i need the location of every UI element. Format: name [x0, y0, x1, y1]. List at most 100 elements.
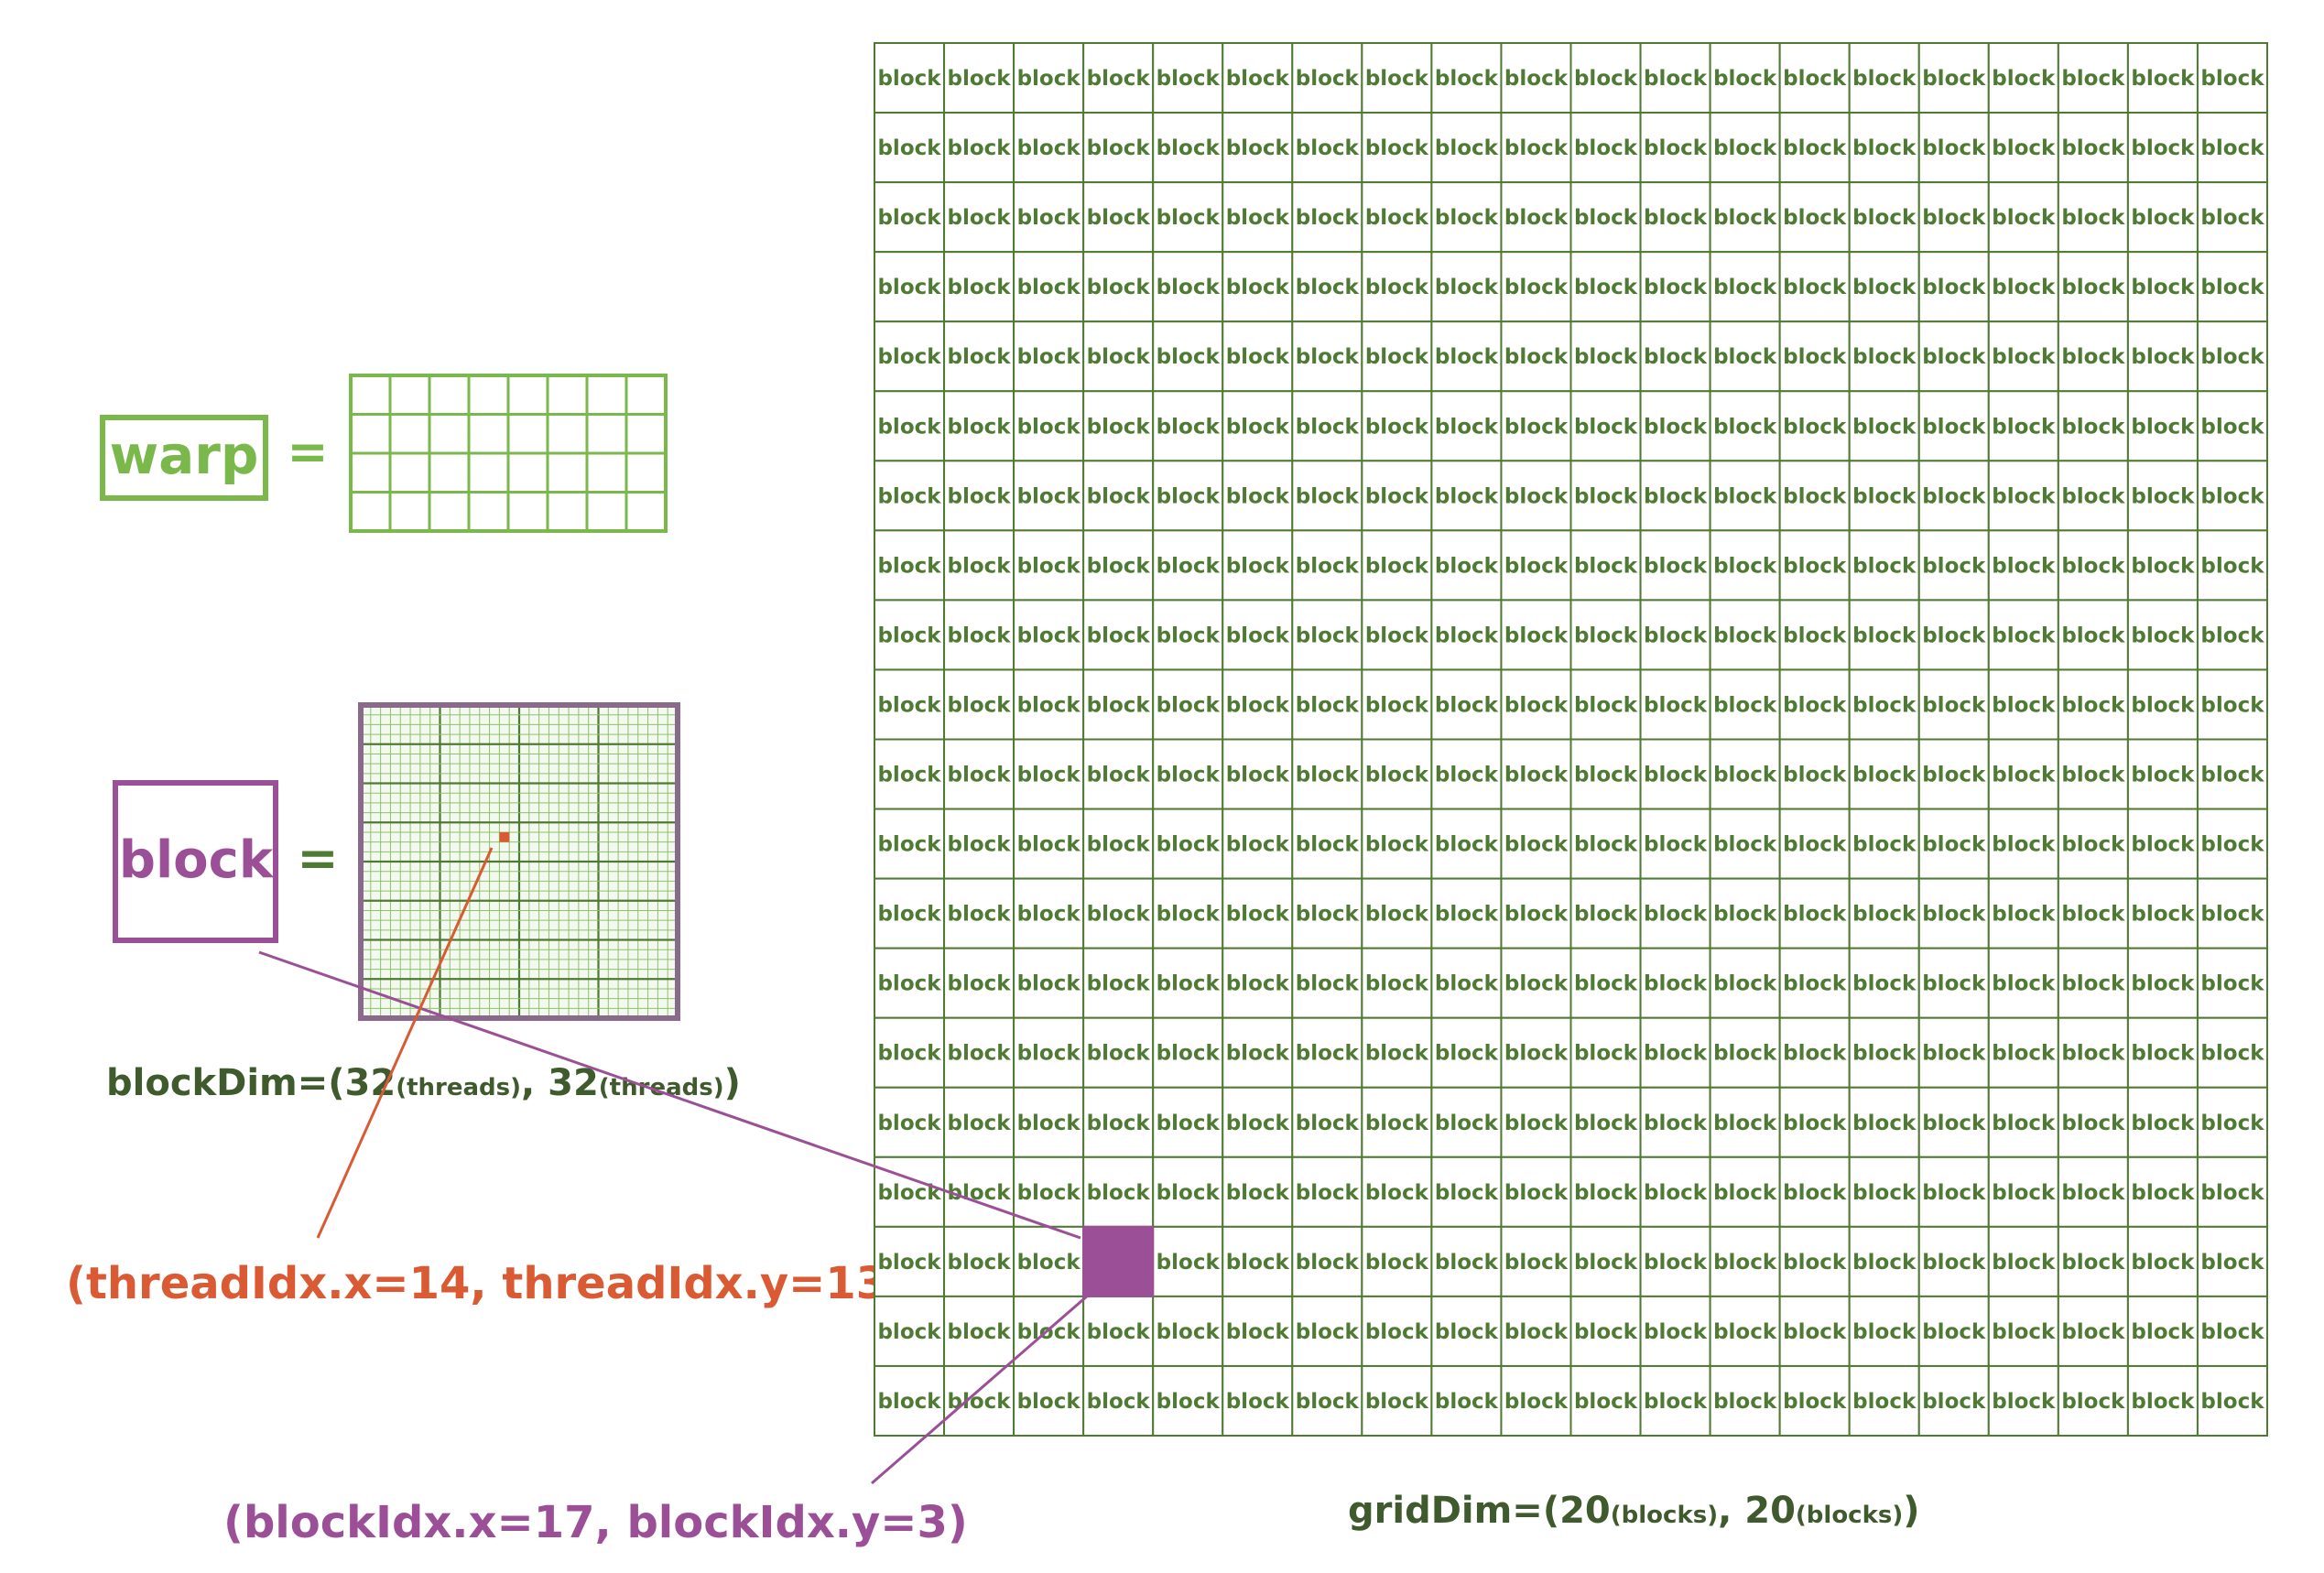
grid-block-cell: [1013, 1225, 1085, 1297]
grid-block-cell: [2057, 1225, 2129, 1297]
grid-block-cell: [1917, 599, 1990, 671]
grid-block-label: block: [1713, 1251, 1777, 1275]
grid-block-cell: [1987, 808, 2059, 880]
grid-block-label: block: [1365, 624, 1429, 647]
grid-block-label: block: [1157, 345, 1221, 369]
grid-block-label: block: [2200, 554, 2264, 578]
grid-block-label: block: [1087, 1042, 1151, 1066]
grid-block-label: block: [877, 1042, 941, 1066]
grid-block-cell: [1987, 947, 2059, 1019]
grid-block-label: block: [1365, 693, 1429, 717]
grid-block-label: block: [1226, 903, 1290, 927]
grid-block-cell: [1639, 251, 1711, 323]
grid-block-label: block: [948, 415, 1012, 439]
grid-block-label: block: [948, 1112, 1012, 1135]
grid-block-cell: [1987, 529, 2059, 602]
grid-block-label: block: [2061, 276, 2125, 299]
grid-block-cell: [1848, 460, 1920, 532]
grid-block-cell: [2126, 738, 2199, 810]
grid-block-label: block: [1226, 206, 1290, 230]
grid-block-label: block: [877, 1390, 941, 1414]
grid-block-cell: [1709, 251, 1781, 323]
grid-block-cell: [2126, 1016, 2199, 1089]
grid-block-label: block: [1226, 624, 1290, 647]
grid-block-label: block: [1365, 972, 1429, 996]
grid-block-label: block: [1017, 1112, 1081, 1135]
grid-block-label: block: [1365, 833, 1429, 857]
grid-dim-y: 20: [1744, 1490, 1796, 1532]
grid-block-label: block: [1713, 972, 1777, 996]
grid-block-cell: [1848, 738, 1920, 810]
grid-block-cell: [874, 599, 946, 671]
grid-block-label: block: [1574, 345, 1638, 369]
grid-block-label: block: [1922, 1320, 1986, 1344]
grid-block-label: block: [1226, 833, 1290, 857]
grid-block-label: block: [1435, 693, 1499, 717]
grid-block-label: block: [1852, 1181, 1917, 1205]
grid-block-label: block: [1644, 276, 1708, 299]
grid-block-cell: [1013, 529, 1085, 602]
grid-block-cell: [2196, 181, 2268, 254]
grid-block-label: block: [877, 415, 941, 439]
grid-block-label: block: [2200, 693, 2264, 717]
grid-block-cell: [2126, 1086, 2199, 1158]
grid-block-label: block: [1157, 1320, 1221, 1344]
grid-block-cell: [1569, 1016, 1642, 1089]
grid-block-cell: [1500, 1225, 1572, 1297]
grid-block-cell: [1917, 877, 1990, 949]
grid-block-label: block: [1644, 624, 1708, 647]
grid-block-cell: [1222, 668, 1294, 741]
grid-block-label: block: [1504, 972, 1569, 996]
block-label: block: [119, 830, 275, 890]
grid-block-cell: [1430, 529, 1503, 602]
grid-block-label: block: [1644, 1320, 1708, 1344]
grid-block-label: block: [2061, 1181, 2125, 1205]
grid-block-label: block: [2200, 1390, 2264, 1414]
grid-block-cell: [1222, 251, 1294, 323]
grid-block-cell: [2126, 181, 2199, 254]
grid-block-label: block: [1157, 764, 1221, 787]
grid-block-label: block: [2131, 833, 2195, 857]
grid-block-cell: [1082, 1295, 1155, 1367]
grid-block-label: block: [2131, 903, 2195, 927]
grid-block-label: block: [1087, 554, 1151, 578]
grid-block-label: block: [1365, 67, 1429, 91]
grid-block-label: block: [1435, 276, 1499, 299]
grid-block-cell: [1778, 1364, 1851, 1437]
block-dim-prefix: blockDim=(: [106, 1062, 345, 1104]
grid-block-label: block: [1644, 484, 1708, 508]
grid-block-label: block: [2061, 554, 2125, 578]
grid-block-cell: [1500, 1155, 1572, 1228]
grid-block-label: block: [2131, 554, 2195, 578]
grid-block-label: block: [1087, 1112, 1151, 1135]
grid-block-cell: [1082, 181, 1155, 254]
grid-block-cell: [2126, 877, 2199, 949]
grid-block-label: block: [1852, 1112, 1917, 1135]
grid-block-label: block: [1087, 276, 1151, 299]
grid-block-label: block: [1226, 345, 1290, 369]
grid-block-cell: [1569, 390, 1642, 462]
grid-block-label: block: [1365, 1320, 1429, 1344]
grid-block-label: block: [1574, 276, 1638, 299]
grid-block-cell: [1848, 1155, 1920, 1228]
grid-block-label: block: [1365, 415, 1429, 439]
grid-block-label: block: [948, 484, 1012, 508]
grid-block-label: block: [1713, 415, 1777, 439]
grid-block-label: block: [1365, 1390, 1429, 1414]
grid-block-label: block: [948, 136, 1012, 160]
grid-block-label: block: [1783, 833, 1847, 857]
grid-block-label: block: [1922, 276, 1986, 299]
grid-block-label: block: [1644, 136, 1708, 160]
grid-block-cell: [1430, 42, 1503, 114]
grid-block-label: block: [1157, 415, 1221, 439]
grid-block-label: block: [1713, 764, 1777, 787]
grid-block-cell: [1917, 320, 1990, 393]
grid-block-label: block: [1365, 484, 1429, 508]
grid-block-cell: [1152, 1086, 1224, 1158]
grid-block-label: block: [1435, 345, 1499, 369]
grid-block-label: block: [948, 1181, 1012, 1205]
grid-block-label: block: [1226, 1251, 1290, 1275]
grid-block-cell: [2057, 1295, 2129, 1367]
grid-block-cell: [943, 947, 1015, 1019]
